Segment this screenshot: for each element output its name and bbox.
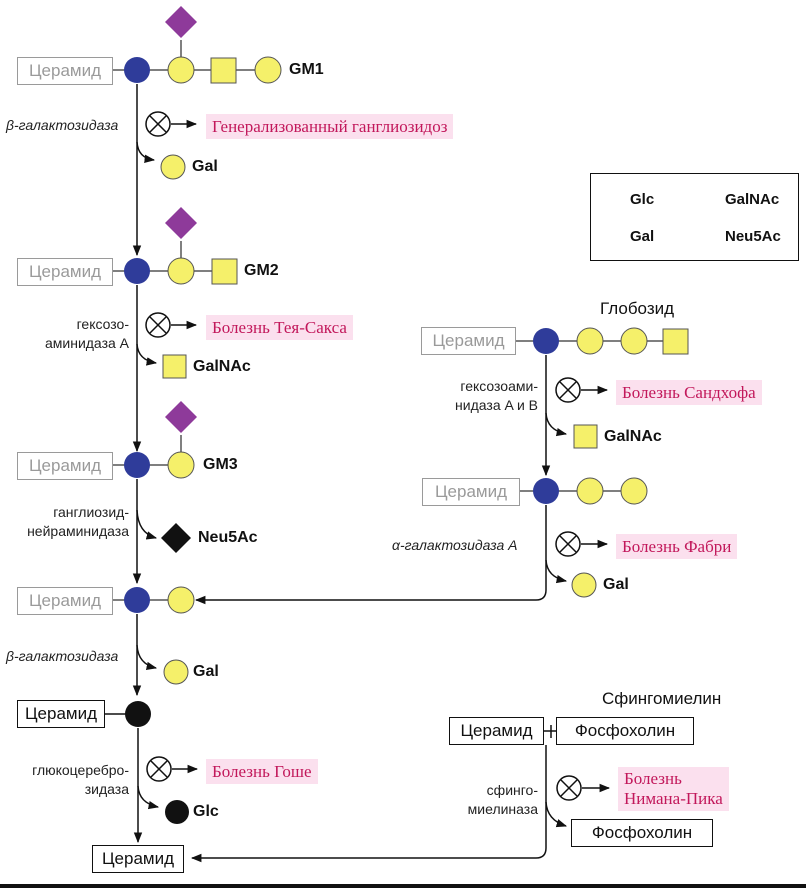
gal-circle bbox=[576, 327, 604, 355]
legend-galnac-label: GalNAc bbox=[725, 191, 780, 208]
enzyme-alpha-galactosidase-a: α-галактозидаза A bbox=[392, 537, 518, 553]
disease-gaucher: Болезнь Гоше bbox=[206, 759, 318, 784]
glc-circle bbox=[124, 57, 150, 83]
galnac-square bbox=[662, 328, 689, 355]
enzyme-glucocerebrosidase: глюкоцеребро- зидаза bbox=[32, 761, 129, 799]
gm2-chain bbox=[113, 207, 238, 285]
enzyme-line-2: аминидаза A bbox=[44, 335, 129, 351]
gal-circle bbox=[254, 56, 282, 84]
glc-circle bbox=[124, 587, 150, 613]
gm1-label: GM1 bbox=[289, 61, 324, 78]
ceramide-box-gm2: Церамид bbox=[17, 258, 113, 286]
enzyme-line-1: гексозо- bbox=[76, 316, 129, 332]
enzyme-ganglioside-neuraminidase: ганглиозид- нейраминидаза bbox=[27, 503, 129, 541]
lactosyl-chain bbox=[113, 586, 195, 614]
phosphocholine-box: Фосфохолин bbox=[556, 717, 694, 745]
glc-circle bbox=[124, 258, 150, 284]
enzyme-beta-galactosidase-1: β-галактозидаза bbox=[6, 117, 119, 133]
ceramide-box-gm3: Церамид bbox=[17, 452, 113, 480]
enzyme-hexosaminidase-ab: гексозоами- нидаза A и B bbox=[455, 377, 538, 415]
gm3-label: GM3 bbox=[203, 456, 238, 473]
globoside-chain bbox=[516, 327, 689, 355]
legend-gal-label: Gal bbox=[630, 228, 655, 245]
neu5ac-diamond bbox=[161, 523, 191, 553]
product-gal-1: Gal bbox=[192, 158, 218, 175]
gm3-chain bbox=[113, 401, 197, 479]
ceramide-box-lactosyl: Церамид bbox=[17, 587, 113, 615]
product-galnac-2: GalNAc bbox=[193, 358, 251, 375]
step-4-graphics bbox=[132, 614, 189, 697]
glc-circle bbox=[165, 800, 189, 824]
step-1-graphics bbox=[132, 84, 198, 257]
ceramide-box-final: Церамид bbox=[92, 845, 184, 873]
gal-circle bbox=[620, 477, 648, 505]
disease-niemann-pick: Болезнь Нимана-Пика bbox=[618, 767, 729, 811]
enzyme-line-2: зидаза bbox=[84, 781, 129, 797]
gal-circle bbox=[163, 659, 189, 685]
globoside-title: Глобозид bbox=[600, 299, 675, 318]
ceramide-box-gm1: Церамид bbox=[17, 57, 113, 85]
trihexosyl-chain bbox=[520, 477, 648, 505]
product-glc-5: Glc bbox=[193, 803, 219, 820]
enzyme-line-1: ганглиозид- bbox=[53, 504, 129, 520]
glc-circle bbox=[124, 452, 150, 478]
enzyme-line-2: нейраминидаза bbox=[27, 523, 129, 539]
legend-glc-label: Glc bbox=[630, 191, 655, 208]
glc-circle bbox=[533, 478, 559, 504]
ceramide-box-glucosyl: Церамид bbox=[17, 700, 105, 728]
gal-circle bbox=[167, 451, 195, 479]
enzyme-line-1: сфинго- bbox=[486, 782, 538, 798]
enzyme-line-1: гексозоами- bbox=[460, 378, 538, 394]
enzyme-line-1: глюкоцеребро- bbox=[32, 762, 129, 778]
disease-sandhoff: Болезнь Сандхофа bbox=[616, 380, 762, 405]
product-gal-right: Gal bbox=[603, 576, 629, 593]
phosphocholine-product-box: Фосфохолин bbox=[571, 819, 713, 847]
galnac-square bbox=[573, 424, 598, 449]
gal-circle bbox=[167, 257, 195, 285]
sphingomyelin-title: Сфингомиелин bbox=[602, 689, 722, 708]
gal-circle bbox=[571, 572, 597, 598]
gal-circle bbox=[167, 56, 195, 84]
enzyme-line-2: нидаза A и B bbox=[455, 397, 538, 413]
legend-neu5ac-label: Neu5Ac bbox=[725, 228, 781, 245]
gal-circle bbox=[160, 154, 186, 180]
enzyme-beta-galactosidase-2: β-галактозидаза bbox=[6, 648, 119, 664]
gm1-chain bbox=[113, 6, 282, 84]
disease-generalized-gangliosidosis: Генерализованный ганглиозидоз bbox=[206, 114, 454, 139]
neu5ac-diamond bbox=[165, 207, 197, 239]
product-neu5ac-3: Neu5Ac bbox=[198, 529, 258, 546]
glucosyl-chain bbox=[105, 701, 151, 727]
product-galnac-right: GalNAc bbox=[604, 428, 662, 445]
gm2-label: GM2 bbox=[244, 262, 279, 279]
legend bbox=[590, 173, 799, 261]
step-2-graphics bbox=[132, 285, 198, 453]
disease-fabry: Болезнь Фабри bbox=[616, 534, 738, 559]
product-gal-4: Gal bbox=[193, 663, 219, 680]
globoside-step-1-graphics bbox=[541, 355, 609, 477]
gal-circle bbox=[576, 477, 604, 505]
disease-line-2: Нимана-Пика bbox=[624, 789, 723, 808]
disease-tay-sachs: Болезнь Тея-Сакса bbox=[206, 315, 353, 340]
gal-circle bbox=[620, 327, 648, 355]
ceramide-box-trihexosyl: Церамид bbox=[422, 478, 520, 506]
neu5ac-diamond bbox=[165, 6, 197, 38]
sphingomyelin-graphics bbox=[190, 725, 611, 863]
disease-line-1: Болезнь bbox=[624, 769, 682, 788]
enzyme-line-2: миелиназа bbox=[467, 801, 538, 817]
galnac-square bbox=[162, 354, 187, 379]
galnac-square bbox=[211, 258, 238, 285]
step-5-graphics bbox=[133, 728, 199, 844]
glc-circle bbox=[533, 328, 559, 354]
glc-circle bbox=[125, 701, 151, 727]
enzyme-sphingomyelinase: сфинго- миелиназа bbox=[468, 781, 538, 819]
neu5ac-diamond bbox=[165, 401, 197, 433]
enzyme-hexosaminidase-a: гексозо- аминидаза A bbox=[45, 315, 129, 353]
gal-circle bbox=[167, 586, 195, 614]
step-3-graphics bbox=[132, 479, 191, 585]
ceramide-box-sphingomyelin: Церамид bbox=[449, 717, 544, 745]
galnac-square bbox=[210, 57, 237, 84]
ceramide-box-globoside: Церамид bbox=[421, 327, 516, 355]
globoside-step-2-graphics bbox=[194, 505, 609, 605]
